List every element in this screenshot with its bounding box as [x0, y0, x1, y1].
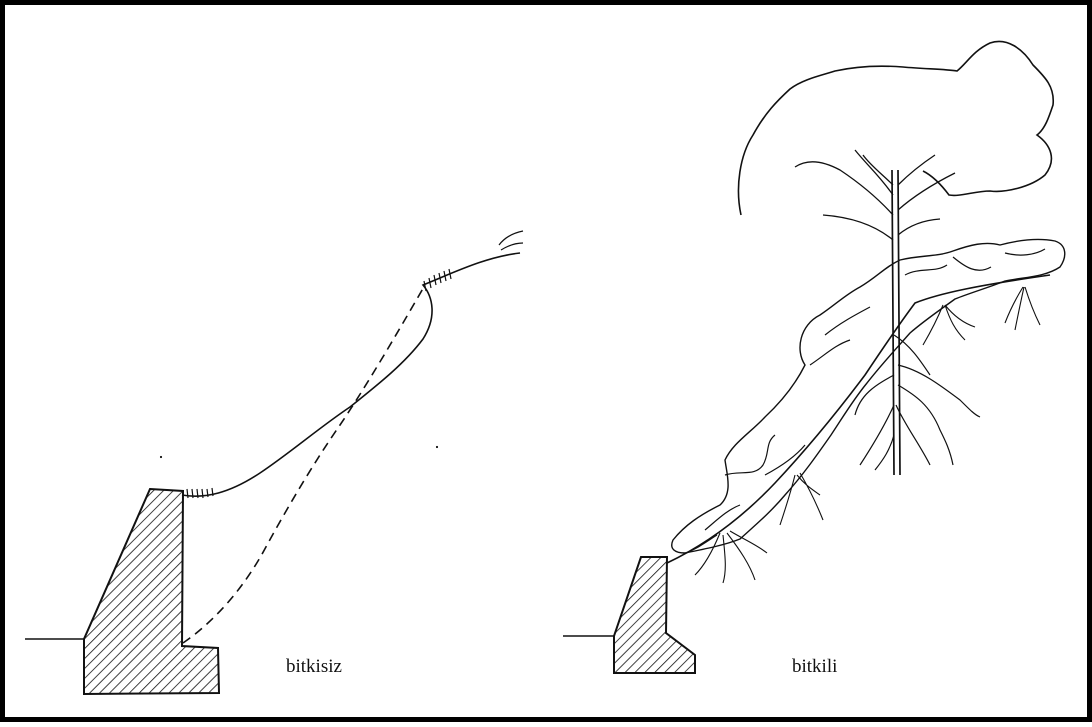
left-top-tuft [499, 231, 523, 250]
plant-root-cluster-low [685, 531, 767, 583]
left-panel-drawing [25, 231, 523, 694]
left-retaining-wall [84, 489, 219, 694]
tree-branches [795, 150, 955, 240]
left-slope-profile [182, 253, 520, 496]
label-with-vegetation: bitkili [792, 657, 837, 676]
right-slope-profile [667, 275, 1050, 563]
tree-canopy [738, 41, 1053, 215]
tree-roots [855, 335, 980, 470]
ground-cover-outline [672, 239, 1065, 553]
plant-root-cluster-right [923, 305, 975, 345]
plant-root-cluster-upper [1005, 287, 1040, 330]
right-retaining-wall [614, 557, 695, 673]
right-panel-drawing [563, 41, 1065, 673]
label-without-vegetation: bitkisiz [286, 657, 342, 676]
tree-trunk [892, 170, 900, 475]
left-speck [160, 456, 162, 458]
slope-illustration [5, 5, 1092, 727]
left-failure-surface [183, 285, 425, 643]
left-speck [436, 446, 438, 448]
shrub-lobes [705, 249, 1045, 530]
left-grass-ticks-high [424, 269, 451, 291]
plant-root-cluster-mid [780, 473, 823, 525]
